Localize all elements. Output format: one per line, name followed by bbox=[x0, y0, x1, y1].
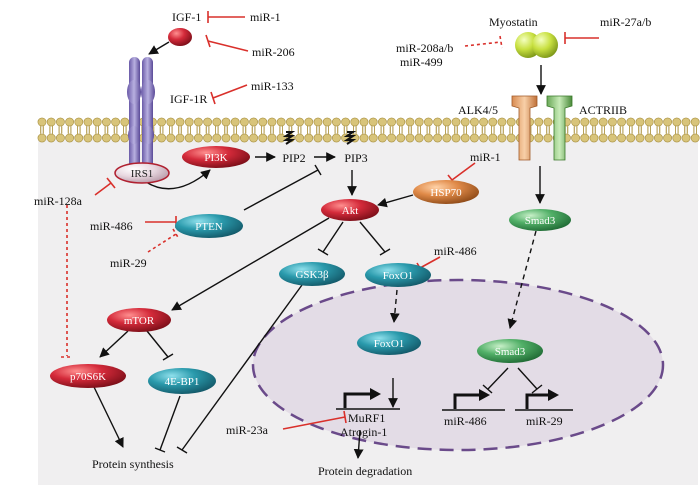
mirna-mir23a: miR-23a bbox=[226, 423, 269, 437]
svg-text:GSK3β: GSK3β bbox=[295, 269, 329, 281]
mirna-mir499: miR-499 bbox=[400, 55, 443, 69]
node-akt: Akt bbox=[321, 199, 379, 221]
igf1-ligand bbox=[168, 28, 192, 46]
label-igf1: IGF-1 bbox=[172, 10, 201, 24]
gene-atrogin1: Atrogin-1 bbox=[340, 425, 387, 439]
mirna-mir486-foxo1: miR-486 bbox=[434, 244, 477, 258]
node-foxo1-nuclear: FoxO1 bbox=[357, 331, 421, 355]
svg-text:Smad3: Smad3 bbox=[495, 346, 526, 358]
pip3-lipid-icon bbox=[343, 131, 357, 145]
mirna-mir486-target-gene: miR-486 bbox=[444, 414, 487, 428]
svg-text:mTOR: mTOR bbox=[124, 315, 155, 327]
mirna-inhibition-lines bbox=[94, 11, 599, 430]
node-pip3: PIP3 bbox=[344, 151, 367, 165]
cell-membrane bbox=[37, 117, 700, 143]
node-mtor: mTOR bbox=[107, 308, 171, 332]
label-myostatin: Myostatin bbox=[489, 15, 538, 29]
mirna-dashed-inhibition-lines bbox=[61, 35, 503, 358]
promoter-icons bbox=[336, 388, 573, 411]
label-actriib: ACTRIIB bbox=[579, 103, 627, 117]
svg-text:p70S6K: p70S6K bbox=[70, 371, 106, 383]
mirna-mir208: miR-208a/b bbox=[396, 41, 453, 55]
svg-text:PI3K: PI3K bbox=[204, 152, 227, 164]
node-gsk3b: GSK3β bbox=[279, 262, 345, 286]
label-alk45: ALK4/5 bbox=[458, 103, 498, 117]
node-pip2: PIP2 bbox=[282, 151, 305, 165]
svg-text:PTEN: PTEN bbox=[195, 221, 223, 233]
alk-actriib-receptor bbox=[511, 95, 573, 161]
svg-text:FoxO1: FoxO1 bbox=[383, 270, 414, 282]
mirna-mir1-hsp70: miR-1 bbox=[470, 150, 501, 164]
outcome-protein-synthesis: Protein synthesis bbox=[92, 457, 174, 471]
node-smad3: Smad3 bbox=[509, 209, 571, 231]
svg-text:IRS1: IRS1 bbox=[131, 168, 154, 180]
outcome-protein-degradation: Protein degradation bbox=[318, 464, 412, 478]
node-4ebp1: 4E-BP1 bbox=[148, 368, 216, 394]
myostatin-ligand bbox=[515, 32, 558, 58]
gene-murf1: MuRF1 bbox=[348, 411, 385, 425]
label-igf1r: IGF-1R bbox=[170, 92, 207, 106]
node-pi3k: PI3K bbox=[182, 146, 250, 168]
dashed-activation-arrows bbox=[389, 230, 537, 329]
pip2-lipid-icon bbox=[282, 131, 296, 145]
node-pten: PTEN bbox=[175, 214, 243, 238]
mirna-mir29-target-gene: miR-29 bbox=[526, 414, 563, 428]
svg-text:Akt: Akt bbox=[342, 205, 359, 217]
mirna-mir206: miR-206 bbox=[252, 45, 295, 59]
mirna-mir133: miR-133 bbox=[251, 79, 294, 93]
mirna-mir486-pten: miR-486 bbox=[90, 219, 133, 233]
svg-text:Smad3: Smad3 bbox=[525, 215, 556, 227]
black-inhibition-lines bbox=[146, 164, 543, 454]
mirna-mir128a: miR-128a bbox=[34, 194, 83, 208]
mirna-mir27: miR-27a/b bbox=[600, 15, 651, 29]
node-smad3-nuclear: Smad3 bbox=[477, 339, 543, 363]
svg-text:FoxO1: FoxO1 bbox=[374, 338, 405, 350]
node-irs1: IRS1 bbox=[114, 162, 170, 184]
node-hsp70: HSP70 bbox=[413, 180, 479, 204]
node-foxo1: FoxO1 bbox=[365, 263, 431, 287]
node-p70s6k: p70S6K bbox=[50, 364, 126, 388]
svg-text:HSP70: HSP70 bbox=[430, 187, 462, 199]
svg-text:4E-BP1: 4E-BP1 bbox=[165, 376, 200, 388]
mirna-mir29-pten: miR-29 bbox=[110, 256, 147, 270]
mirna-mir1-top: miR-1 bbox=[250, 10, 281, 24]
activation-arrows bbox=[93, 41, 546, 459]
igf1r-receptor bbox=[127, 57, 155, 172]
nucleus bbox=[251, 278, 665, 452]
